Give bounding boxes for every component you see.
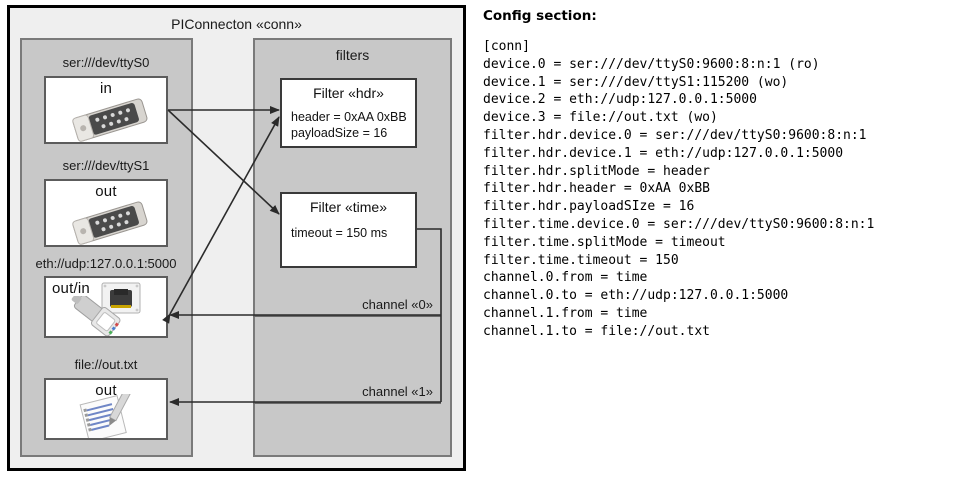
filter-box-time[interactable]: Filter «time» timeout = 150 ms	[280, 192, 417, 268]
device-box-ttys0[interactable]: in	[44, 76, 168, 144]
device-box-file[interactable]: out	[44, 378, 168, 440]
filter-box-hdr[interactable]: Filter «hdr» header = 0xAA 0xBB payloadS…	[280, 78, 417, 148]
device-io-file: out	[95, 382, 117, 399]
filter-prop-hdr-payloadsize: payloadSize = 16	[291, 126, 388, 140]
device-label-eth: eth://udp:127.0.0.1:5000	[35, 256, 177, 271]
device-io-ttys1: out	[95, 183, 117, 200]
serial-port-icon	[72, 98, 148, 142]
connector-layer	[162, 106, 442, 406]
filters-panel-title: filters	[335, 47, 370, 63]
config-text: [conn] device.0 = ser:///dev/ttyS0:9600:…	[483, 39, 875, 339]
device-label-file: file://out.txt	[74, 357, 138, 372]
device-label-ttys0: ser:///dev/ttyS0	[62, 55, 150, 70]
filter-title-hdr: Filter «hdr»	[313, 85, 384, 101]
arrow-eth-to-hdr	[162, 116, 280, 324]
filter-prop-time-timeout: timeout = 150 ms	[291, 226, 388, 240]
config-heading: Config section:	[483, 8, 597, 24]
device-io-eth: out/in	[52, 280, 90, 297]
channel-trunk	[417, 228, 442, 402]
component-title: PIConnecton «conn»	[171, 16, 302, 32]
channel-label-0: channel «0»	[362, 297, 433, 312]
channel-separator-1	[253, 402, 441, 404]
device-label-ttys1: ser:///dev/ttyS1	[62, 158, 150, 173]
device-box-eth[interactable]: out/in	[44, 276, 168, 338]
text-document-icon	[79, 394, 131, 438]
channel-label-1: channel «1»	[362, 384, 433, 399]
ethernet-cable-icon	[71, 296, 121, 336]
device-io-ttys0: in	[99, 80, 113, 97]
filter-prop-hdr-header: header = 0xAA 0xBB	[291, 110, 407, 124]
ethernet-jack-icon	[101, 282, 141, 314]
arrow-ttys0-to-time	[167, 109, 280, 215]
filter-title-time: Filter «time»	[309, 199, 388, 215]
serial-port-icon	[72, 201, 148, 245]
channel-separator-0	[253, 315, 441, 317]
